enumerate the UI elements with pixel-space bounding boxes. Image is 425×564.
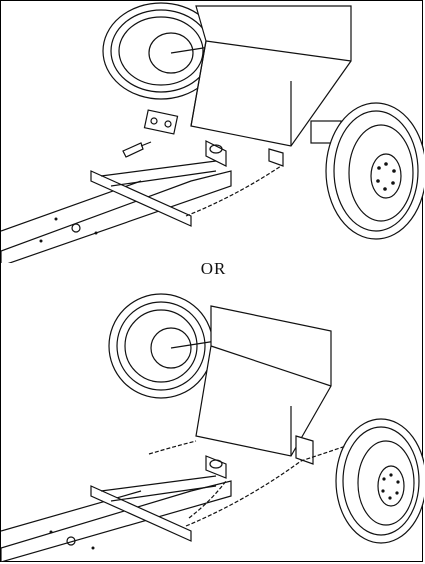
hitch-clevis [205,140,284,167]
safety-chains [148,440,347,527]
top-hitch-diagram [1,2,424,263]
tractor-body [190,5,352,147]
left-rear-tire [108,293,217,399]
or-separator: OR [200,259,227,278]
safety-chain [185,165,282,217]
right-rear-tire [310,102,424,240]
tractor-body [195,305,332,457]
right-rear-tire [335,418,424,544]
drawbar [1,475,232,562]
bolt-and-bracket [122,109,179,158]
bottom-hitch-diagram [1,293,424,562]
hitch-clevis [205,435,314,479]
drawbar [1,160,232,263]
